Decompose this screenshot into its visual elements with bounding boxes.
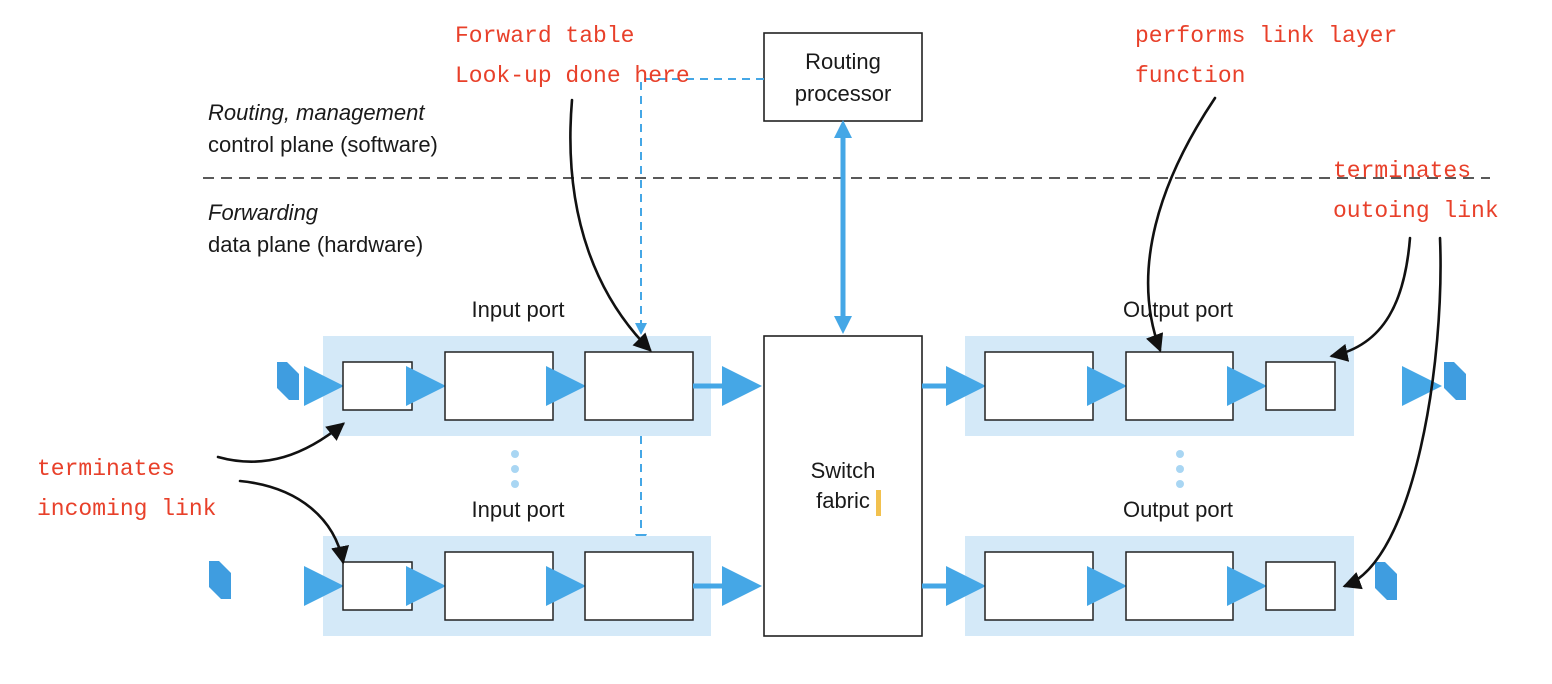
- annotation-arrow-outgoing-top: [1329, 236, 1412, 362]
- routing-processor-label-line1: Routing: [805, 49, 881, 74]
- input-port-bottom-label: Input port: [472, 497, 565, 522]
- control-plane-label: control plane (software): [208, 132, 438, 157]
- output-bottom-line-termination: [1265, 561, 1336, 611]
- annotation-forward-table-line1: Forward table: [455, 23, 634, 49]
- routing-processor-box: [763, 32, 923, 122]
- annotation-incoming-line2: incoming link: [37, 496, 216, 522]
- input-top-link-layer: [444, 351, 554, 421]
- input-bottom-link-layer: [444, 551, 554, 621]
- incoming-link-top-connector: [277, 362, 299, 400]
- annotation-forward-table-line2: Look-up done here: [455, 63, 690, 89]
- annotation-arrow-outgoing-bottom: [1342, 236, 1442, 590]
- input-top-lookup: [584, 351, 694, 421]
- annotation-arrow-incoming-bottom: [238, 479, 350, 565]
- control-plane-title: Routing, management: [208, 100, 425, 125]
- output-bottom-link-layer: [1125, 551, 1234, 621]
- annotation-arrow-incoming-top: [216, 422, 346, 463]
- output-top-link-layer: [1125, 351, 1234, 421]
- incoming-link-bottom-connector: [209, 561, 231, 599]
- input-port-top-label: Input port: [472, 297, 565, 322]
- processor-fabric-arrowhead-up: [834, 120, 852, 138]
- output-port-bottom-label: Output port: [1123, 497, 1233, 522]
- annotation-link-layer-line1: performs link layer: [1135, 23, 1397, 49]
- annotation-incoming-line1: terminates: [37, 456, 175, 482]
- annotation-arrow-forward-table: [569, 98, 652, 352]
- data-plane-title: Forwarding: [208, 200, 319, 225]
- input-top-line-termination: [342, 361, 413, 411]
- switch-fabric-label-line1: Switch: [811, 458, 876, 483]
- output-top-queue: [984, 351, 1094, 421]
- routing-processor-label-line2: processor: [795, 81, 892, 106]
- processor-fabric-arrowhead-down: [834, 316, 852, 334]
- switch-fabric-label-line2: fabric: [816, 488, 870, 513]
- input-port-ellipsis: [511, 450, 519, 488]
- output-port-top-label: Output port: [1123, 297, 1233, 322]
- switch-fabric-box: [763, 335, 923, 637]
- outgoing-link-top-connector: [1444, 362, 1466, 400]
- output-bottom-queue: [984, 551, 1094, 621]
- input-bottom-line-termination: [342, 561, 413, 611]
- text-cursor: [876, 490, 881, 516]
- annotation-link-layer-line2: function: [1135, 63, 1245, 89]
- data-plane-label: data plane (hardware): [208, 232, 423, 257]
- output-top-line-termination: [1265, 361, 1336, 411]
- input-bottom-lookup: [584, 551, 694, 621]
- annotation-outgoing-line2: outoing link: [1333, 198, 1499, 224]
- forwarding-table-link: [635, 78, 764, 335]
- annotation-outgoing-line1: terminates: [1333, 158, 1471, 184]
- outgoing-link-bottom-connector: [1375, 562, 1397, 600]
- output-port-ellipsis: [1176, 450, 1184, 488]
- annotation-arrow-link-layer: [1146, 96, 1217, 353]
